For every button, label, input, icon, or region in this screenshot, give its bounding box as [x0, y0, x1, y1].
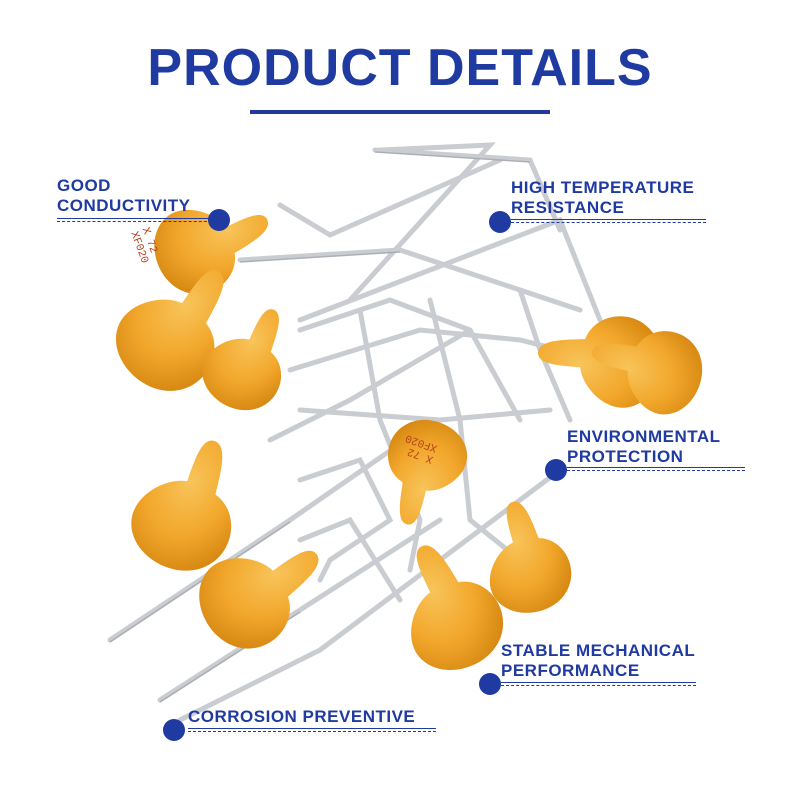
title-underline	[250, 110, 550, 114]
feature-label-line: HIGH TEMPERATURE	[511, 178, 695, 197]
callout-dot	[479, 673, 501, 695]
callout-underline	[501, 682, 696, 683]
feature-label-corrosion: CORROSION PREVENTIVE	[188, 707, 415, 727]
feature-label-line: GOOD	[57, 176, 111, 195]
feature-label-line: CORROSION PREVENTIVE	[188, 707, 416, 726]
callout-dot	[489, 211, 511, 233]
callout-dot	[545, 459, 567, 481]
feature-label-conductivity: GOOD CONDUCTIVITY	[57, 176, 191, 216]
callout-underline	[511, 222, 706, 223]
callout-dot	[208, 209, 230, 231]
callout-dot	[163, 719, 185, 741]
callout-underline	[188, 728, 436, 729]
callout-underline	[57, 218, 217, 219]
feature-label-temperature: HIGH TEMPERATURE RESISTANCE	[511, 178, 694, 218]
feature-label-line: RESISTANCE	[511, 198, 625, 217]
callout-underline	[567, 467, 745, 468]
feature-label-line: ENVIRONMENTAL	[567, 427, 721, 446]
feature-label-line: PERFORMANCE	[501, 661, 640, 680]
feature-label-environmental: ENVIRONMENTAL PROTECTION	[567, 427, 721, 467]
callout-underline	[511, 219, 706, 220]
callout-underline	[567, 470, 745, 471]
callout-underline	[188, 731, 436, 732]
page-title: PRODUCT DETAILS	[147, 39, 653, 97]
callout-underline	[501, 685, 696, 686]
feature-label-mechanical: STABLE MECHANICAL PERFORMANCE	[501, 641, 695, 681]
callout-underline	[57, 221, 217, 222]
feature-label-line: STABLE MECHANICAL	[501, 641, 696, 660]
feature-label-line: CONDUCTIVITY	[57, 196, 191, 215]
feature-label-line: PROTECTION	[567, 447, 684, 466]
